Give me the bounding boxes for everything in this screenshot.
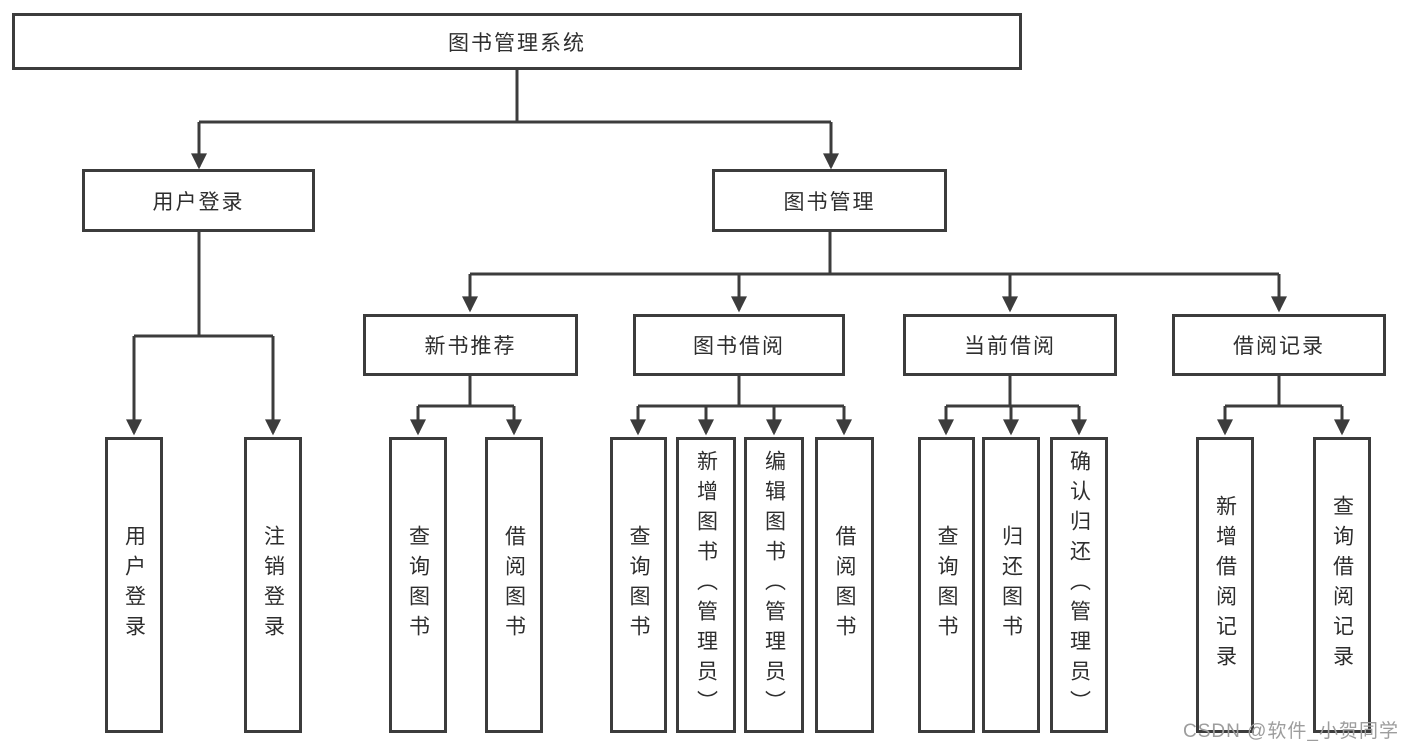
leaf-borrow-books: 借阅图书: [815, 437, 874, 733]
node-label: 确认归还（管理员）: [1067, 450, 1091, 720]
node-new-book-recommendation: 新书推荐: [363, 314, 578, 376]
node-label: 图书管理系统: [448, 31, 586, 55]
node-borrowing-records: 借阅记录: [1172, 314, 1386, 376]
node-current-borrowing: 当前借阅: [903, 314, 1117, 376]
node-book-management-branch: 图书管理: [712, 169, 947, 232]
node-label: 用户登录: [122, 525, 146, 645]
node-label: 借阅图书: [502, 525, 526, 645]
node-user-login-branch: 用户登录: [82, 169, 315, 232]
node-label: 新书推荐: [424, 335, 517, 358]
node-label: 查询图书: [406, 525, 430, 645]
node-label: 新增借阅记录: [1213, 495, 1237, 675]
node-label: 查询借阅记录: [1330, 495, 1354, 675]
csdn-watermark: CSDN @软件_小贺同学: [1183, 721, 1399, 742]
node-label: 编辑图书（管理员）: [762, 450, 786, 720]
node-label: 归还图书: [999, 525, 1023, 645]
node-label: 借阅记录: [1233, 335, 1325, 358]
node-label: 注销登录: [261, 525, 285, 645]
leaf-query-books-borrow: 查询图书: [610, 437, 667, 733]
leaf-add-borrow-record: 新增借阅记录: [1196, 437, 1254, 733]
leaf-return-books: 归还图书: [982, 437, 1040, 733]
node-label: 图书借阅: [693, 335, 785, 358]
node-label: 借阅图书: [833, 525, 857, 645]
leaf-borrow-books-recommend: 借阅图书: [485, 437, 543, 733]
node-library-management-system: 图书管理系统: [12, 13, 1022, 70]
leaf-user-login: 用户登录: [105, 437, 163, 733]
node-label: 新增图书（管理员）: [694, 450, 718, 720]
leaf-query-books-current: 查询图书: [918, 437, 975, 733]
node-label: 查询图书: [627, 525, 651, 645]
leaf-add-book-admin: 新增图书（管理员）: [676, 437, 736, 733]
leaf-query-books-recommend: 查询图书: [389, 437, 447, 733]
leaf-logout: 注销登录: [244, 437, 302, 733]
leaf-edit-book-admin: 编辑图书（管理员）: [744, 437, 804, 733]
leaf-confirm-return-admin: 确认归还（管理员）: [1050, 437, 1108, 733]
node-label: 图书管理: [783, 190, 876, 214]
node-book-borrowing: 图书借阅: [633, 314, 845, 376]
node-label: 查询图书: [935, 525, 959, 645]
leaf-query-borrow-record: 查询借阅记录: [1313, 437, 1371, 733]
node-label: 当前借阅: [964, 335, 1056, 358]
node-label: 用户登录: [152, 190, 245, 214]
